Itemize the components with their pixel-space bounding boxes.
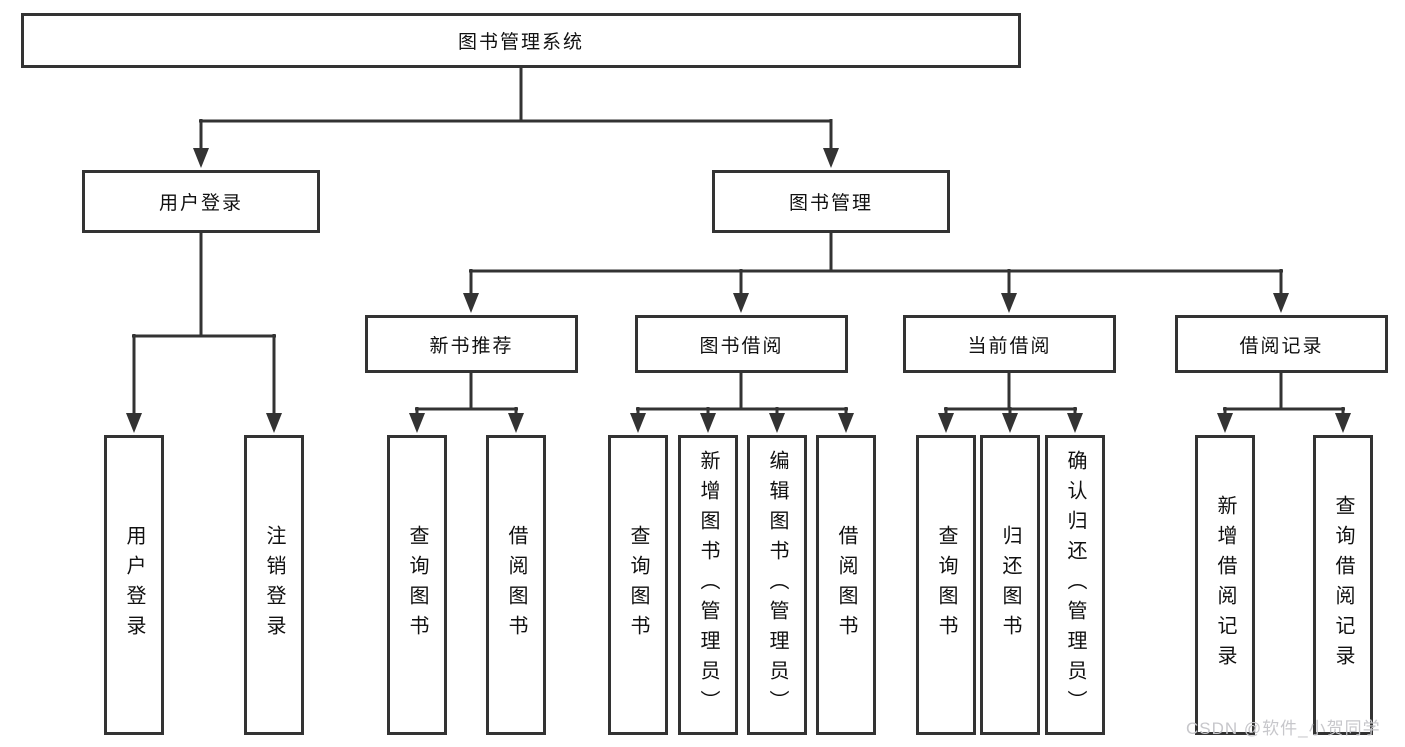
leaf-query-book-current: 查询图书 <box>916 435 976 735</box>
leaf-label: 借阅图书 <box>505 525 527 645</box>
leaf-label: 查询借阅记录 <box>1332 495 1354 675</box>
node-book-borrow: 图书借阅 <box>635 315 848 373</box>
leaf-label: 借阅图书 <box>835 525 857 645</box>
leaf-label: 确认归还（管理员） <box>1064 450 1086 720</box>
leaf-borrow-book-recommend: 借阅图书 <box>486 435 546 735</box>
node-label: 当前借阅 <box>967 335 1052 357</box>
node-label: 图书借阅 <box>699 335 784 357</box>
leaf-query-book-recommend: 查询图书 <box>387 435 447 735</box>
node-user-login: 用户登录 <box>82 170 320 233</box>
leaf-confirm-return-admin: 确认归还（管理员） <box>1045 435 1105 735</box>
node-new-book-recommend: 新书推荐 <box>365 315 578 373</box>
node-root-system: 图书管理系统 <box>21 13 1021 68</box>
leaf-return-book: 归还图书 <box>980 435 1040 735</box>
node-current-borrow: 当前借阅 <box>903 315 1116 373</box>
node-label: 新书推荐 <box>429 335 514 357</box>
connector-root-to-level2 <box>193 68 839 168</box>
node-borrow-record: 借阅记录 <box>1175 315 1388 373</box>
leaf-label: 查询图书 <box>406 525 428 645</box>
node-book-management: 图书管理 <box>712 170 950 233</box>
leaf-label: 编辑图书（管理员） <box>766 450 788 720</box>
node-label: 图书管理 <box>788 193 873 214</box>
leaf-label: 查询图书 <box>935 525 957 645</box>
leaf-label: 注销登录 <box>263 525 285 645</box>
leaf-query-book-borrow: 查询图书 <box>608 435 668 735</box>
leaf-logout: 注销登录 <box>244 435 304 735</box>
connector-bookmgmt-to-level3 <box>463 233 1289 313</box>
connector-currentborrow-to-leaves <box>938 373 1083 433</box>
leaf-add-book-admin: 新增图书（管理员） <box>678 435 738 735</box>
connector-userlogin-to-leaves <box>126 233 282 433</box>
leaf-label: 新增图书（管理员） <box>697 450 719 720</box>
connector-borrowrecord-to-leaves <box>1217 373 1351 433</box>
csdn-watermark: CSDN @软件_小贺同学 <box>1186 719 1381 738</box>
connector-bookborrow-to-leaves <box>630 373 854 433</box>
node-label: 借阅记录 <box>1239 335 1324 357</box>
node-label: 图书管理系统 <box>457 32 584 53</box>
leaf-label: 归还图书 <box>999 525 1021 645</box>
leaf-label: 用户登录 <box>123 525 145 645</box>
leaf-borrow-book: 借阅图书 <box>816 435 876 735</box>
leaf-label: 查询图书 <box>627 525 649 645</box>
leaf-add-borrow-record: 新增借阅记录 <box>1195 435 1255 735</box>
leaf-edit-book-admin: 编辑图书（管理员） <box>747 435 807 735</box>
leaf-query-borrow-record: 查询借阅记录 <box>1313 435 1373 735</box>
leaf-label: 新增借阅记录 <box>1214 495 1236 675</box>
leaf-user-login: 用户登录 <box>104 435 164 735</box>
connector-newbook-to-leaves <box>409 373 524 433</box>
node-label: 用户登录 <box>158 193 243 214</box>
